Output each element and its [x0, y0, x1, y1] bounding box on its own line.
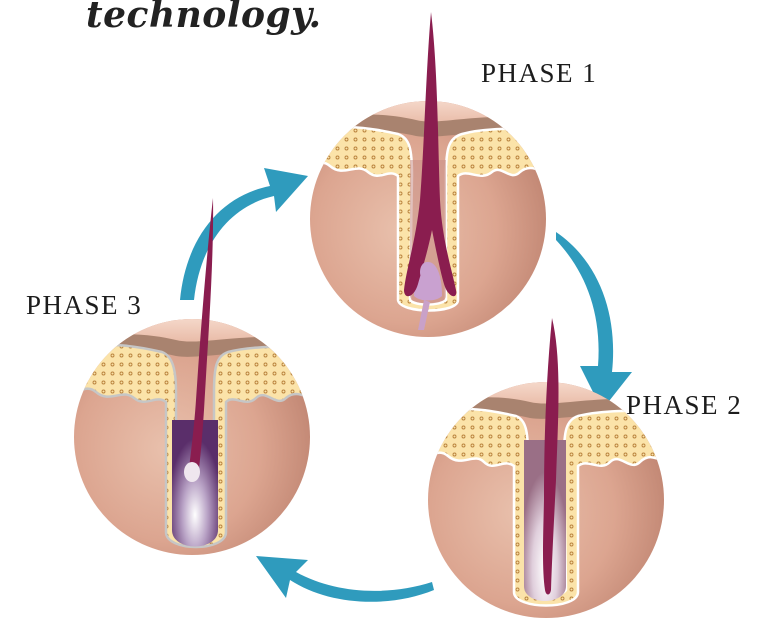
arrow-phase2-to-phase3	[256, 556, 434, 602]
arrow-phase1-to-phase2	[556, 232, 632, 410]
phase-2-circle	[420, 318, 680, 618]
arrow-phase3-to-phase1	[180, 168, 308, 300]
phase-1-circle	[300, 12, 560, 337]
